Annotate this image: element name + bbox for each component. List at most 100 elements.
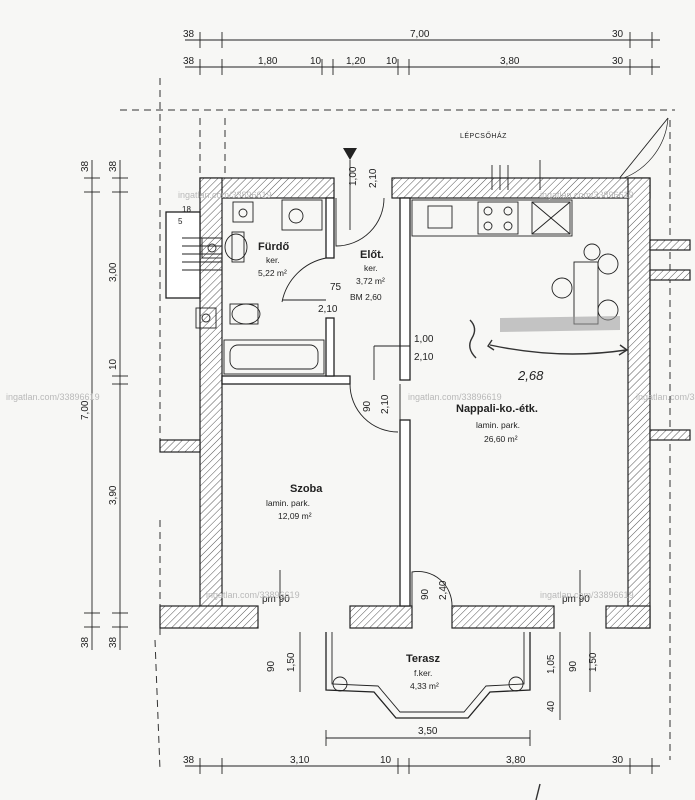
room-name: Szoba <box>290 483 323 495</box>
dim-7-00: 7,00 <box>410 29 430 40</box>
kitchen-fixtures <box>411 160 573 237</box>
dim-living-door-height: 2,10 <box>414 352 434 363</box>
dim-10: 10 <box>386 56 398 67</box>
dim-terrace-door-height: 2,40 <box>438 580 449 600</box>
fridge-icon <box>531 201 571 235</box>
watermark: ingatlan.com/33896619 <box>408 392 502 402</box>
dim-30: 30 <box>612 29 624 40</box>
room-floor: ker. <box>266 255 280 265</box>
dim-living-door-width: 1,00 <box>414 334 434 345</box>
living-door: 1,00 2,10 <box>373 334 434 380</box>
dim-terrace-width: 3,50 <box>418 726 438 737</box>
room-area: 5,22 m² <box>258 268 287 278</box>
toilet-icon <box>229 303 259 325</box>
dim-terrace-left-90: 90 <box>266 660 277 672</box>
sill-label-nappali: pm 90 <box>562 594 590 605</box>
bath-door-swing <box>281 257 327 303</box>
walls <box>159 177 651 629</box>
dim-entrance-width: 1,00 <box>348 166 359 186</box>
washing-machine-icon <box>281 199 323 231</box>
dim-10: 10 <box>310 56 322 67</box>
stove-icon <box>477 201 519 235</box>
watermark: ingatlan.com/33896619 <box>6 392 100 402</box>
room-extra: BM 2,60 <box>350 292 382 302</box>
dim-shaft-5: 5 <box>178 217 183 226</box>
dim-30: 30 <box>612 56 624 67</box>
room-floor: lamin. park. <box>476 420 520 430</box>
dim-38: 38 <box>108 636 119 648</box>
dim-shaft-18: 18 <box>182 205 191 214</box>
room-door-swing <box>349 383 399 433</box>
dim-10: 10 <box>108 358 119 370</box>
room-elot: Előt. ker. 3,72 m² BM 2,60 <box>350 249 385 302</box>
watermark: ingatlan.com/33896619 <box>206 590 300 600</box>
left-dimension-inner: 38 3,00 10 3,90 38 <box>108 160 128 650</box>
bottom-dimension-row: 38 3,10 10 3,80 30 <box>183 755 660 774</box>
bidet-icon <box>231 231 245 263</box>
dim-3-00: 3,00 <box>108 262 119 282</box>
dim-bath-door-height: 2,10 <box>318 304 338 315</box>
dim-terrace-door-width: 90 <box>420 588 431 600</box>
context-dashed-lines <box>120 78 675 771</box>
dim-3-80: 3,80 <box>506 755 526 766</box>
dim-3-80: 3,80 <box>500 56 520 67</box>
dim-room-door-height: 2,10 <box>380 394 391 414</box>
stair-door-leaf <box>617 117 669 181</box>
dim-38: 38 <box>80 636 91 648</box>
room-name: Előt. <box>360 249 384 261</box>
dim-bath-door-width: 75 <box>330 282 342 293</box>
watermark: ingatlan.com/33896619 <box>178 190 272 200</box>
dim-38: 38 <box>80 160 91 172</box>
dim-terrace-left-150: 1,50 <box>286 652 297 672</box>
room-nappali: Nappali-ko.-étk. lamin. park. 26,60 m² <box>456 403 538 444</box>
watermark: ingatlan.com/33896619 <box>540 190 634 200</box>
room-name: Terasz <box>406 653 441 665</box>
dim-38: 38 <box>183 755 195 766</box>
dining-table <box>551 243 619 325</box>
terrace-dimensions: 3,50 90 1,50 1,05 40 90 1,50 <box>266 632 599 746</box>
chair-icon <box>597 253 619 275</box>
room-area: 3,72 m² <box>356 276 385 286</box>
watermark: ingatlan.com/33896619 <box>636 392 695 402</box>
bathroom-fixtures: 18 5 <box>178 199 325 375</box>
dim-entrance-height: 2,10 <box>368 168 379 188</box>
stairwell-label: LÉPCSŐHÁZ <box>460 131 507 140</box>
sill-label-szoba: pm 90 <box>262 594 290 605</box>
dim-7-00: 7,00 <box>80 400 91 420</box>
dim-terrace-right2-150: 1,50 <box>588 652 599 672</box>
room-floor: ker. <box>364 263 378 273</box>
dim-10: 10 <box>380 755 392 766</box>
entrance-marker: 1,00 2,10 <box>335 148 385 247</box>
dim-room-door-width: 90 <box>362 400 373 412</box>
room-name: Fürdő <box>258 241 289 253</box>
room-area: 12,09 m² <box>278 511 312 521</box>
terrace: Terasz f.ker. 4,33 m² <box>325 632 531 719</box>
room-floor: f.ker. <box>414 668 432 678</box>
dim-30: 30 <box>612 755 624 766</box>
room-area: 4,33 m² <box>410 681 439 691</box>
bathtub-icon <box>223 339 325 375</box>
room-name: Nappali-ko.-étk. <box>456 403 538 415</box>
dim-terrace-right-105: 1,05 <box>546 654 557 674</box>
chair-icon <box>551 277 573 299</box>
terrace-door-swing <box>411 571 453 607</box>
room-furdo: Fürdő ker. 5,22 m² <box>258 241 289 278</box>
dim-1-20: 1,20 <box>346 56 366 67</box>
top-dimension-row-2: 38 1,80 10 1,20 10 3,80 30 <box>183 56 660 75</box>
handwritten-dimension: 2,68 <box>517 368 544 383</box>
room-floor: lamin. park. <box>266 498 310 508</box>
dim-terrace-right-40: 40 <box>546 700 557 712</box>
kitchen-sink-icon <box>427 205 453 229</box>
watermarks: ingatlan.com/33896619 ingatlan.com/33896… <box>6 190 695 600</box>
top-dimension-row-1: 38 7,00 30 <box>183 29 660 48</box>
watermark: ingatlan.com/33896619 <box>540 590 634 600</box>
dim-38: 38 <box>183 29 195 40</box>
left-dimension-outer: 38 7,00 38 <box>80 160 100 650</box>
kitchen-counter <box>411 199 573 237</box>
sink-icon <box>232 201 254 223</box>
dim-1-80: 1,80 <box>258 56 278 67</box>
dim-terrace-right2-90: 90 <box>568 660 579 672</box>
dim-3-90: 3,90 <box>108 485 119 505</box>
handwritten-annotations: 2,68 <box>469 316 629 383</box>
